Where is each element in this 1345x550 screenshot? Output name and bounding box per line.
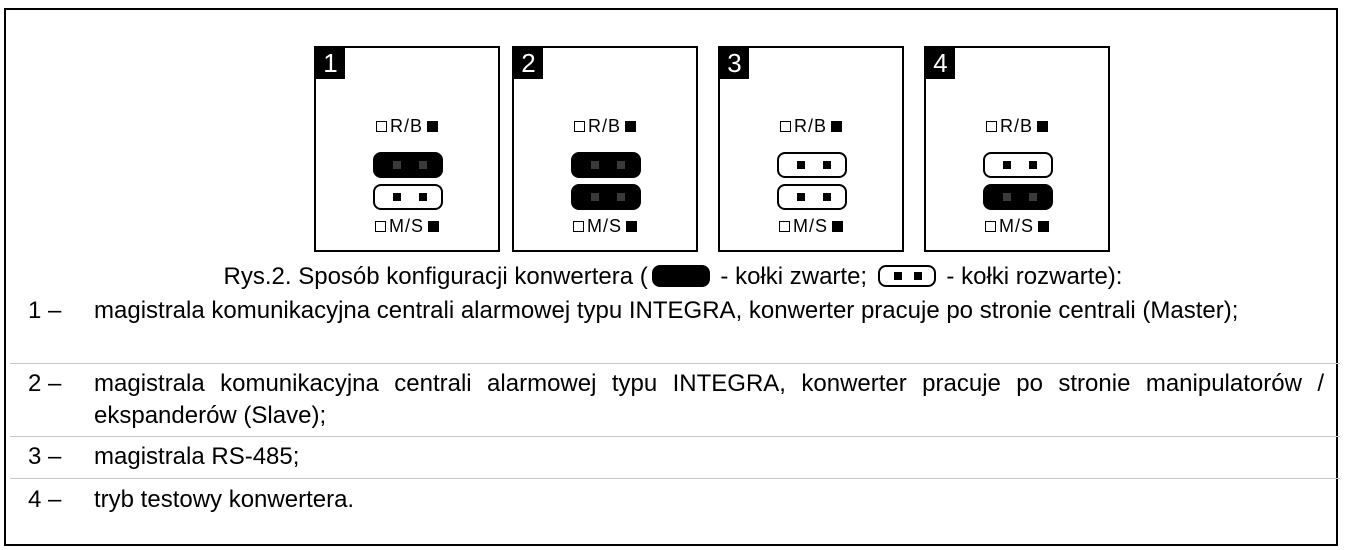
divider <box>10 478 1340 479</box>
open-jumper-icon <box>877 265 936 287</box>
label-rb: R/B <box>514 116 696 137</box>
filled-square-icon <box>832 221 843 232</box>
label-ms-text: M/S <box>792 216 828 236</box>
open-square-icon <box>984 221 996 232</box>
jumper-panel-2: 2 R/B M/S <box>512 46 698 252</box>
jumper-panel-3: 3 R/B M/S <box>718 46 904 252</box>
label-rb: R/B <box>926 116 1108 137</box>
pin <box>617 161 625 169</box>
divider <box>10 436 1340 437</box>
label-ms: M/S <box>514 216 696 237</box>
label-ms-text: M/S <box>998 216 1034 236</box>
label-rb-text: R/B <box>999 116 1033 136</box>
legend-item-4: 4 – tryb testowy konwertera. <box>28 484 1328 516</box>
open-square-icon <box>572 221 584 232</box>
jumper-panel-1: 1 R/B M/S <box>314 46 500 252</box>
pin <box>823 161 831 169</box>
caption-open-text: - kołki rozwarte): <box>939 263 1123 290</box>
legend-item-text: magistrala komunikacyjna centrali alarmo… <box>94 297 1239 324</box>
legend-item-1: 1 – magistrala komunikacyjna centrali al… <box>28 295 1328 359</box>
panel-number: 4 <box>926 48 955 79</box>
filled-square-icon <box>428 221 439 232</box>
label-ms: M/S <box>316 216 498 237</box>
label-rb-text: R/B <box>587 116 621 136</box>
label-rb: R/B <box>316 116 498 137</box>
figure-caption: Rys.2. Sposób konfiguracji konwertera ( … <box>6 260 1340 294</box>
label-ms-text: M/S <box>388 216 424 236</box>
label-ms: M/S <box>926 216 1108 237</box>
filled-square-icon <box>1037 121 1048 132</box>
pin <box>913 272 922 280</box>
jumper-ms <box>777 184 847 210</box>
pin <box>617 193 625 201</box>
open-square-icon <box>374 221 386 232</box>
jumper-rb <box>983 152 1053 178</box>
legend-item-text: magistrala RS-485; <box>94 443 300 470</box>
jumper-rb <box>777 152 847 178</box>
jumper-rb <box>373 152 443 178</box>
caption-closed-text: - kołki zwarte; <box>713 263 874 290</box>
label-ms-text: M/S <box>586 216 622 236</box>
pin <box>591 193 599 201</box>
open-square-icon <box>375 121 387 132</box>
jumper-panel-4: 4 R/B M/S <box>924 46 1110 252</box>
label-rb-text: R/B <box>793 116 827 136</box>
label-ms: M/S <box>720 216 902 237</box>
filled-square-icon <box>1038 221 1049 232</box>
pin <box>1029 193 1037 201</box>
closed-jumper-icon <box>651 265 710 287</box>
open-square-icon <box>778 221 790 232</box>
pin <box>823 193 831 201</box>
legend-item-text: tryb testowy konwertera. <box>94 486 355 513</box>
jumper-ms <box>571 184 641 210</box>
filled-square-icon <box>831 121 842 132</box>
pin <box>1003 161 1011 169</box>
legend-item-number: 4 – <box>28 486 62 513</box>
filled-square-icon <box>626 221 637 232</box>
pin <box>393 193 401 201</box>
open-square-icon <box>573 121 585 132</box>
panel-number: 3 <box>720 48 749 79</box>
legend-item-text: magistrala komunikacyjna centrali alarmo… <box>94 370 1324 429</box>
filled-square-icon <box>625 121 636 132</box>
open-square-icon <box>985 121 997 132</box>
caption-prefix: Rys.2. Sposób konfiguracji konwertera ( <box>223 263 648 290</box>
legend-item-number: 2 – <box>28 370 62 397</box>
jumper-rb <box>571 152 641 178</box>
divider <box>10 363 1340 364</box>
pin <box>1003 193 1011 201</box>
jumper-ms <box>983 184 1053 210</box>
pin <box>893 272 902 280</box>
pin <box>797 161 805 169</box>
pin <box>419 193 427 201</box>
pin <box>1029 161 1037 169</box>
jumper-ms <box>373 184 443 210</box>
label-rb: R/B <box>720 116 902 137</box>
legend-item-3: 3 – magistrala RS-485; <box>28 441 1328 473</box>
label-rb-text: R/B <box>389 116 423 136</box>
pin <box>393 161 401 169</box>
legend-item-2: 2 – magistrala komunikacyjna centrali al… <box>28 368 1328 432</box>
legend-item-number: 1 – <box>28 297 62 324</box>
pin <box>419 161 427 169</box>
legend-item-number: 3 – <box>28 443 62 470</box>
pin <box>591 161 599 169</box>
figure-frame: 1 R/B M/S 2 R/B M/S 3 R/B M/S 4 R/B M/S … <box>4 8 1340 546</box>
panel-number: 2 <box>514 48 543 79</box>
pin <box>797 193 805 201</box>
filled-square-icon <box>427 121 438 132</box>
panel-number: 1 <box>316 48 345 79</box>
open-square-icon <box>779 121 791 132</box>
